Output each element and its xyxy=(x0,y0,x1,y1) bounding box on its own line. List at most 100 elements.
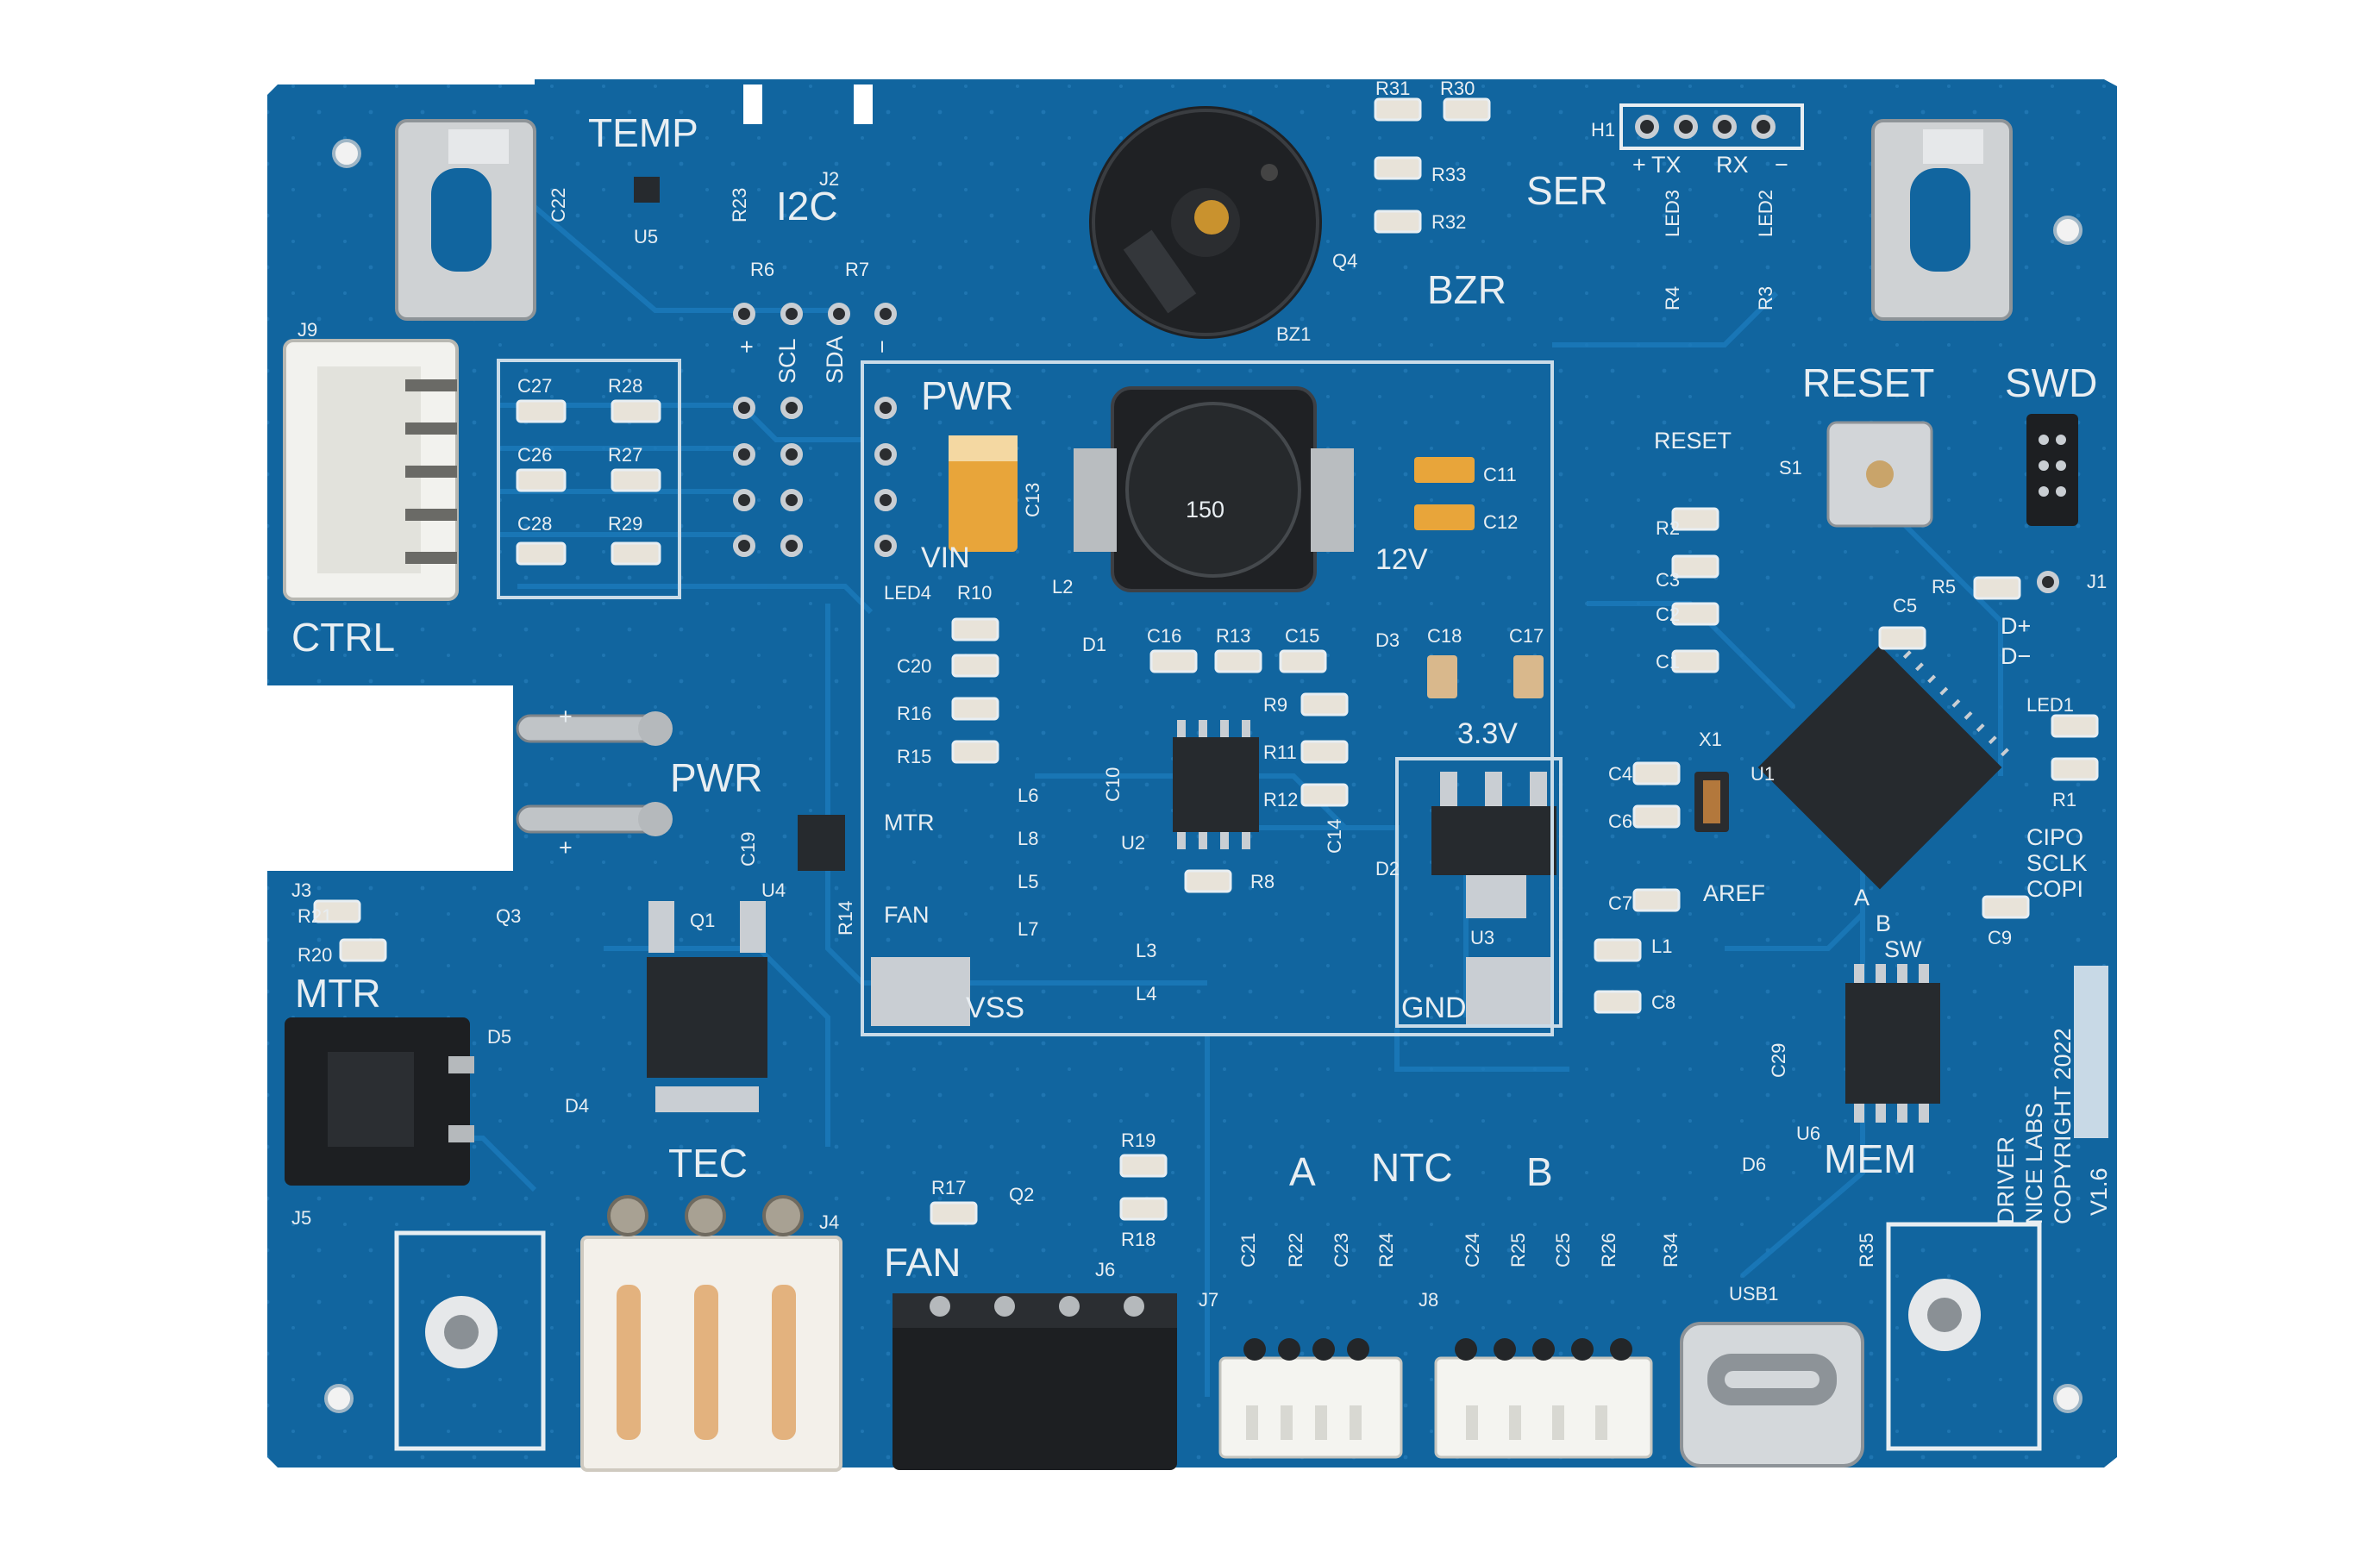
label-cipo: CIPO xyxy=(2026,824,2083,850)
des-led3: LED3 xyxy=(1662,190,1683,237)
label-pin-b: B xyxy=(1876,911,1891,936)
memory-u6 xyxy=(1845,964,1940,1123)
standoff-pad-bottom-left xyxy=(394,1230,546,1451)
crystal-x1 xyxy=(1694,772,1729,832)
label-d-minus: D− xyxy=(2001,643,2031,669)
des-l6: L6 xyxy=(1018,785,1038,806)
label-reset: RESET xyxy=(1802,360,1934,405)
des-c6: C6 xyxy=(1608,810,1632,832)
des-c24: C24 xyxy=(1462,1233,1483,1267)
fan-connector-j6 xyxy=(892,1293,1177,1470)
serial-header-h1 xyxy=(1619,103,1804,150)
des-c3: C3 xyxy=(1656,569,1680,591)
des-j1: J1 xyxy=(2087,571,2107,592)
des-j7: J7 xyxy=(1199,1289,1218,1311)
des-q2: Q2 xyxy=(1009,1184,1034,1205)
des-s1: S1 xyxy=(1779,457,1802,479)
label-tec: TEC xyxy=(668,1141,748,1186)
des-r30: R30 xyxy=(1440,78,1475,99)
des-led1: LED1 xyxy=(2026,694,2074,716)
des-r31: R31 xyxy=(1375,78,1410,99)
standoff-clip-top-right xyxy=(1871,119,2013,321)
des-l2: L2 xyxy=(1052,576,1073,598)
des-c26: C26 xyxy=(517,444,552,466)
des-l4: L4 xyxy=(1136,983,1156,1004)
des-r32: R32 xyxy=(1431,211,1466,233)
standoff-clip-top-left xyxy=(395,119,536,321)
silkscreen-outlines xyxy=(497,359,1563,1036)
des-usb1: USB1 xyxy=(1729,1283,1778,1305)
mosfet-q1 xyxy=(647,901,767,1112)
label-sda: SDA xyxy=(822,335,848,384)
des-u1: U1 xyxy=(1751,763,1775,785)
des-u4: U4 xyxy=(761,879,786,901)
des-bz1: BZ1 xyxy=(1276,323,1311,345)
mounting-holes xyxy=(324,139,2082,1413)
des-r16: R16 xyxy=(897,703,931,724)
des-r24: R24 xyxy=(1375,1233,1397,1267)
des-c27: C27 xyxy=(517,375,552,397)
usb-c-port xyxy=(1680,1322,1864,1468)
ctrl-connector-j9 xyxy=(283,339,459,601)
label-mtr-pin: MTR xyxy=(884,810,934,835)
label-pwr-block: PWR xyxy=(921,373,1013,418)
mounting-hole-bottom-left xyxy=(324,1384,354,1413)
des-l7: L7 xyxy=(1018,918,1038,940)
credit-version: V1.6 xyxy=(2086,1167,2112,1216)
label-fan: FAN xyxy=(884,1240,961,1285)
label-aref: AREF xyxy=(1703,880,1765,906)
label-ser-plus: + xyxy=(1632,152,1646,178)
ntc-connector-j7 xyxy=(1218,1338,1403,1459)
des-c12: C12 xyxy=(1483,511,1518,533)
des-r10: R10 xyxy=(957,582,992,604)
des-c13: C13 xyxy=(1022,483,1043,517)
regulator-u3 xyxy=(1431,772,1556,918)
power-input-pads xyxy=(516,711,673,836)
des-r20: R20 xyxy=(298,944,332,966)
label-d-plus: D+ xyxy=(2001,613,2031,639)
reset-button-s1[interactable] xyxy=(1826,421,1933,528)
des-c2: C2 xyxy=(1656,604,1680,625)
label-reset-pin: RESET xyxy=(1654,428,1732,454)
des-r1: R1 xyxy=(2052,789,2076,810)
des-j5: J5 xyxy=(291,1207,311,1229)
des-d3: D3 xyxy=(1375,629,1400,651)
des-j4: J4 xyxy=(819,1211,839,1233)
des-d5: D5 xyxy=(487,1026,511,1048)
des-r5: R5 xyxy=(1932,576,1956,598)
swd-header xyxy=(2026,414,2078,526)
des-c21: C21 xyxy=(1237,1233,1259,1267)
label-i2c: I2C xyxy=(776,184,838,228)
label-33v: 3.3V xyxy=(1457,717,1518,750)
des-c23: C23 xyxy=(1331,1233,1352,1267)
label-ser-minus: − xyxy=(1775,152,1788,178)
des-h1: H1 xyxy=(1591,119,1615,141)
mtr-connector-j5 xyxy=(285,1017,474,1186)
des-r34: R34 xyxy=(1660,1233,1682,1267)
test-pads xyxy=(871,957,2108,1138)
des-led4: LED4 xyxy=(884,582,931,604)
des-r22: R22 xyxy=(1285,1233,1306,1267)
des-u2: U2 xyxy=(1121,832,1145,854)
des-r15: R15 xyxy=(897,746,931,767)
des-x1: X1 xyxy=(1699,729,1722,750)
des-r8: R8 xyxy=(1250,871,1275,892)
des-d1: D1 xyxy=(1082,634,1106,655)
des-r3: R3 xyxy=(1755,286,1776,310)
label-swd: SWD xyxy=(2005,360,2097,405)
label-mtr: MTR xyxy=(295,971,381,1016)
des-j3: J3 xyxy=(291,879,311,901)
standoff-pad-bottom-right xyxy=(1886,1222,2042,1451)
des-r12: R12 xyxy=(1263,789,1298,810)
des-q3: Q3 xyxy=(496,905,521,927)
label-gnd: GND xyxy=(1401,992,1467,1024)
des-r7: R7 xyxy=(845,259,869,280)
label-12v: 12V xyxy=(1375,543,1428,576)
credit-nice-labs: NICE LABS xyxy=(2021,1103,2047,1224)
des-c10: C10 xyxy=(1102,767,1124,802)
des-c16: C16 xyxy=(1147,625,1181,647)
des-c7: C7 xyxy=(1608,892,1632,914)
des-j2: J2 xyxy=(819,168,839,190)
des-c17: C17 xyxy=(1509,625,1544,647)
